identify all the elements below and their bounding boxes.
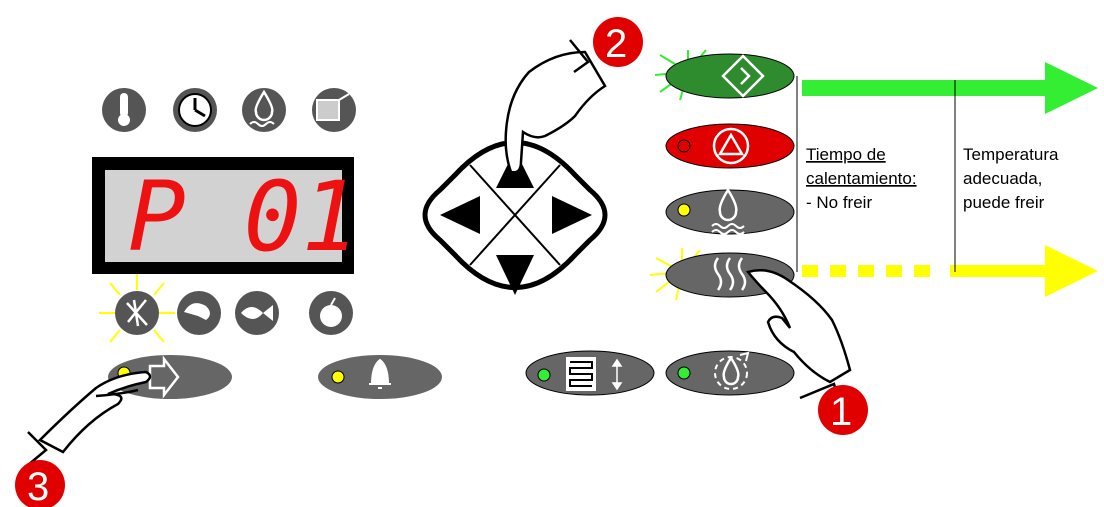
heating-time-note: - No freir <box>806 193 872 212</box>
alarm-button[interactable] <box>318 355 442 399</box>
svg-text:2: 2 <box>605 22 627 66</box>
green-arrow <box>802 62 1098 114</box>
apple-icon <box>309 291 353 335</box>
navigation-pad[interactable] <box>422 140 608 296</box>
start-button[interactable] <box>654 49 795 101</box>
down-arrow-icon[interactable] <box>496 255 534 295</box>
step-3-badge: 3 <box>15 460 65 507</box>
svg-text:1: 1 <box>830 390 852 434</box>
enter-arrow-icon <box>148 355 180 399</box>
led-display: P 01 <box>92 157 359 274</box>
display-text: P 01 <box>128 161 359 273</box>
heating-coil-icon <box>569 361 593 387</box>
clock-icon <box>173 88 217 132</box>
oil-drop-icon <box>718 187 738 222</box>
svg-text:3: 3 <box>27 465 49 507</box>
fish-icon <box>235 291 279 335</box>
step-2-badge: 2 <box>593 17 643 67</box>
fries-icon <box>99 274 175 343</box>
oil-pump-icon <box>722 355 740 386</box>
hand-pointer-2 <box>504 39 607 174</box>
start-diamond-icon <box>721 54 765 98</box>
bell-icon <box>369 358 391 389</box>
basket-icon <box>312 88 356 132</box>
chicken-leg-icon <box>177 291 221 335</box>
left-arrow-icon[interactable] <box>440 196 480 234</box>
ready-line-1: Temperatura <box>963 145 1059 164</box>
oil-temp-button[interactable] <box>665 187 795 235</box>
right-arrow-icon[interactable] <box>552 196 592 234</box>
stop-triangle-icon <box>717 132 745 156</box>
thermometer-icon <box>102 88 146 132</box>
ready-line-2: adecuada, <box>963 169 1042 188</box>
heating-element-button[interactable] <box>525 350 655 396</box>
heating-time-title-2: calentamiento: <box>806 169 917 188</box>
hand-pointer-3 <box>21 370 152 471</box>
oil-refill-button[interactable] <box>665 350 795 396</box>
heating-time-title: Tiempo de <box>806 145 886 164</box>
ready-line-3: puede freir <box>963 193 1045 212</box>
step-1-badge: 1 <box>818 385 868 435</box>
heat-waves-icon <box>713 257 747 291</box>
yellow-arrow <box>802 245 1098 297</box>
stop-button[interactable] <box>665 123 795 169</box>
oil-drop-icon <box>242 88 286 132</box>
